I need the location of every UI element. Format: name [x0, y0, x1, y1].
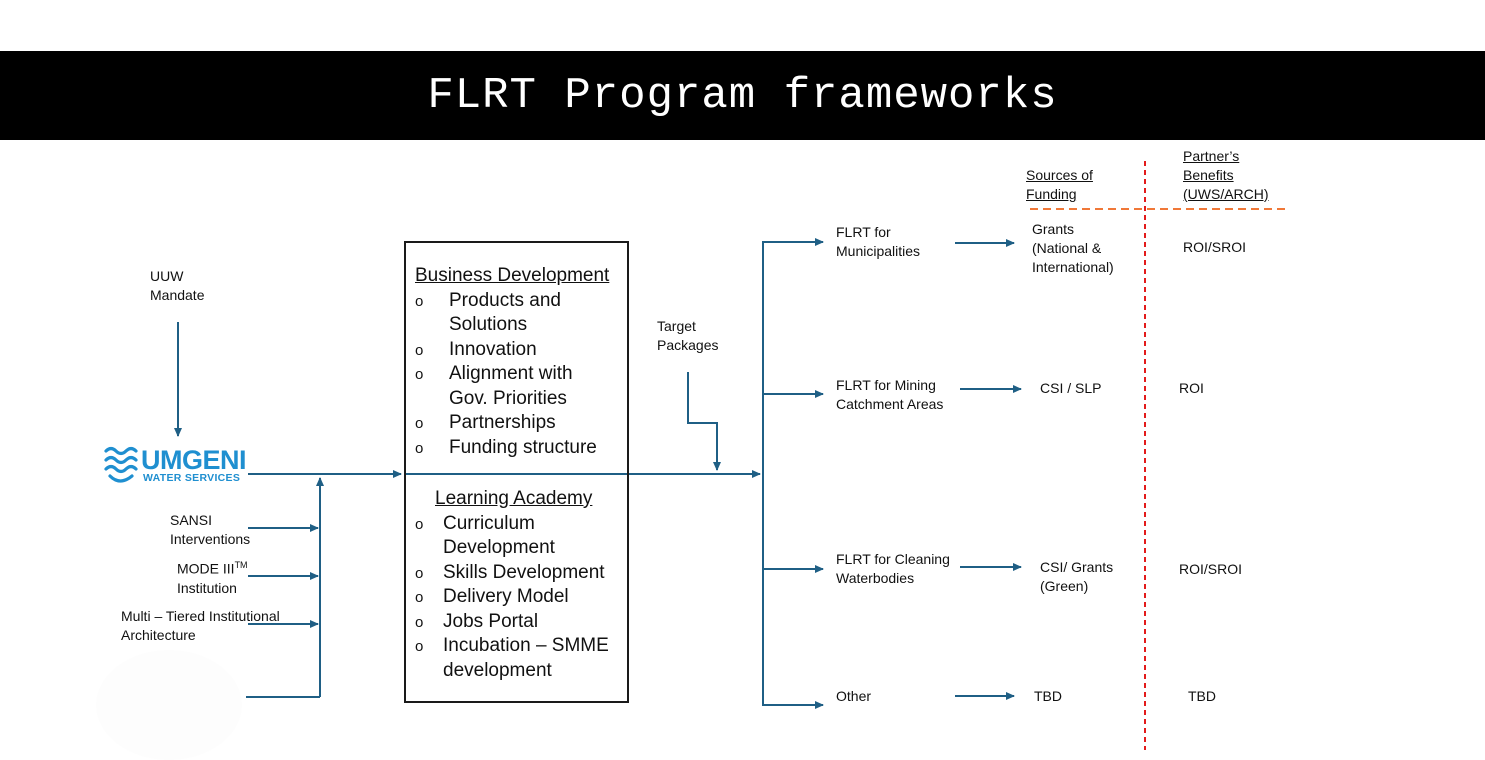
funding-other: TBD	[1034, 688, 1062, 704]
la-item-skills: Skills Development	[415, 561, 609, 585]
umgeni-logo: UMGENI WATER SERVICES	[104, 445, 247, 488]
la-item-jobs-portal: Jobs Portal	[415, 610, 609, 634]
logo-wave-mark	[104, 446, 138, 483]
bd-item-partnerships: Partnerships	[415, 411, 609, 436]
target-packages-connector	[687, 372, 721, 471]
bd-item-funding-structure: Funding structure	[415, 436, 609, 460]
center-box	[404, 241, 629, 703]
benefit-municipalities: ROI/SROI	[1183, 239, 1247, 255]
logo-sub-text: WATER SERVICES	[143, 472, 241, 484]
benefit-cleaning: ROI/SROI	[1179, 561, 1243, 577]
learning-academy-heading: Learning Academy	[435, 488, 593, 509]
logo-brand-text: UMGENI	[141, 445, 247, 475]
page-title: FLRT Program frameworks	[427, 70, 1058, 121]
benefit-other: TBD	[1188, 688, 1216, 704]
funding-cleaning: CSI/ Grants(Green)	[1040, 559, 1114, 594]
funding-municipalities: Grants(National &International)	[1032, 221, 1114, 275]
bd-item-innovation: Innovation	[415, 338, 609, 362]
business-development-heading: Business Development	[415, 265, 610, 286]
business-development-section: Business Development Products andSolutio…	[415, 264, 609, 460]
package-other: Other	[836, 688, 872, 704]
la-item-delivery: Delivery Model	[415, 585, 609, 610]
benefit-mining: ROI	[1179, 380, 1204, 396]
funding-mining: CSI / SLP	[1040, 380, 1102, 396]
mode-iii-institution-label: MODE IIITM Institution	[177, 560, 248, 596]
faded-logo-placeholder	[96, 650, 242, 760]
title-bar: FLRT Program frameworks	[0, 51, 1485, 140]
